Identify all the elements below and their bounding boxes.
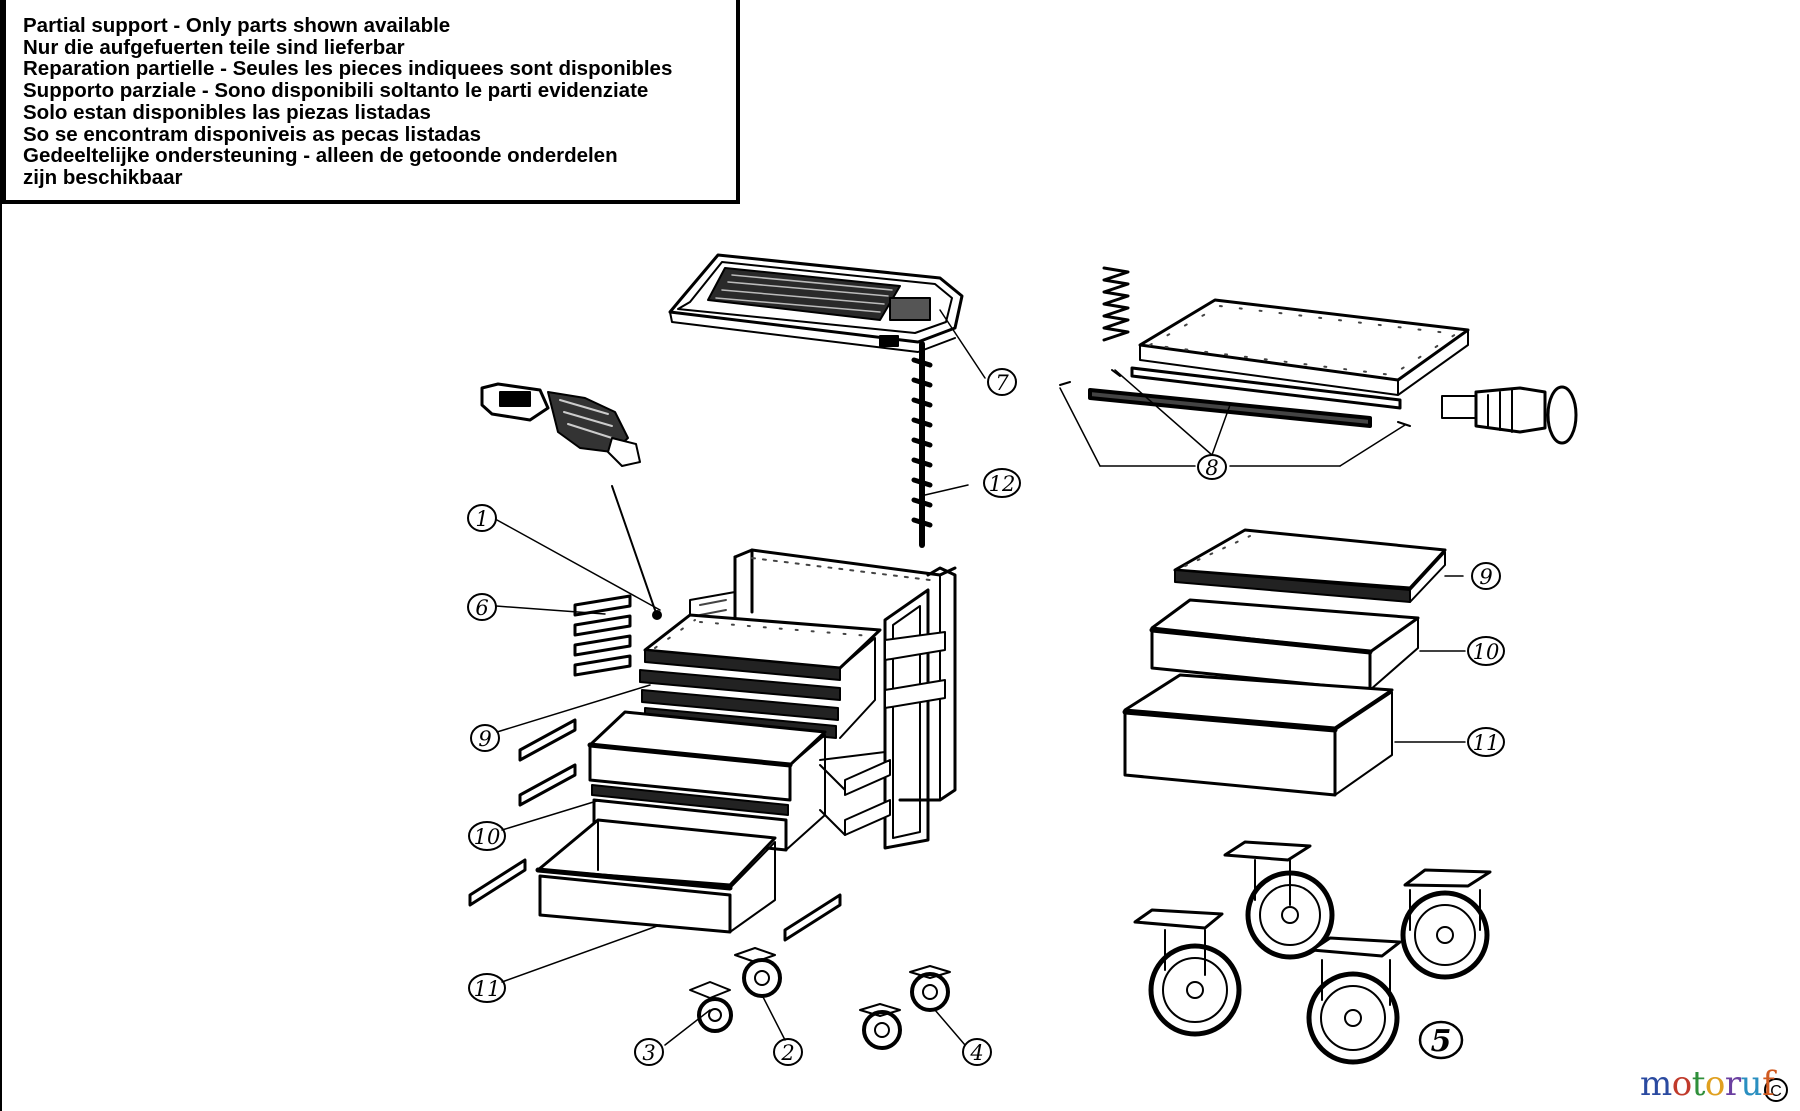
brand-logo: motoruf xyxy=(1640,1064,1775,1104)
callout-3-label: 3 xyxy=(642,1041,655,1065)
callout-4-label: 4 xyxy=(969,1041,983,1065)
callout-5-label: 5 xyxy=(1431,1024,1452,1059)
callout-2-label: 2 xyxy=(780,1041,794,1065)
callout-10-right-label: 10 xyxy=(1473,640,1500,664)
small-castors-part xyxy=(689,947,951,1050)
large-drawer-left-part xyxy=(535,818,777,934)
callout-9-left: 9 xyxy=(470,724,500,752)
brand-badge-label: C xyxy=(1770,1083,1782,1100)
brand-logo-letter: o xyxy=(1671,1064,1692,1104)
notice-line: Solo estan disponibles las piezas listad… xyxy=(23,100,431,124)
callout-2: 2 xyxy=(773,1038,803,1066)
top-tray-part xyxy=(668,253,964,353)
coil-spring-part xyxy=(1102,266,1130,342)
callout-3: 3 xyxy=(634,1038,664,1066)
drawer-slides-left-part xyxy=(468,594,842,942)
callout-9-right-label: 9 xyxy=(1479,565,1492,589)
callout-10-left-label: 10 xyxy=(474,825,501,849)
notice-line: Nur die aufgefuerten teile sind lieferba… xyxy=(23,35,405,59)
leader-lines xyxy=(495,309,1466,1046)
callout-6: 6 xyxy=(467,593,497,621)
spring-strip-part xyxy=(911,341,933,548)
notice-line: Reparation partielle - Seules les pieces… xyxy=(23,57,673,81)
callout-7-label: 7 xyxy=(995,371,1009,395)
top-drawer-part xyxy=(1059,298,1470,428)
availability-notice: Partial support - Only parts shown avail… xyxy=(2,0,740,204)
notice-line: Partial support - Only parts shown avail… xyxy=(23,14,451,37)
callout-12-label: 12 xyxy=(989,472,1016,496)
notice-line: zijn beschikbaar xyxy=(23,165,183,189)
callout-8: 8 xyxy=(1197,454,1227,480)
notice-line: So se encontram disponiveis as pecas lis… xyxy=(23,122,482,146)
brand-badge: C xyxy=(1764,1078,1788,1102)
callout-1-label: 1 xyxy=(475,507,488,531)
brand-logo-letter: u xyxy=(1740,1064,1763,1104)
side-handle-right-part xyxy=(1441,385,1578,445)
notice-line: Supporto parziale - Sono disponibili sol… xyxy=(23,79,649,103)
callout-9-left-label: 9 xyxy=(478,727,491,751)
brand-logo-letter: f xyxy=(1762,1064,1775,1104)
callout-11-right: 11 xyxy=(1467,727,1505,757)
callout-10-left: 10 xyxy=(468,821,506,851)
callout-4: 4 xyxy=(962,1038,992,1066)
callout-11-left-label: 11 xyxy=(474,977,501,1001)
notice-line: Gedeeltelijke ondersteuning - alleen de … xyxy=(23,144,618,168)
callout-11-left: 11 xyxy=(468,973,506,1003)
callout-1: 1 xyxy=(467,504,497,532)
callout-8-label: 8 xyxy=(1205,456,1218,480)
brand-logo-letter: t xyxy=(1691,1064,1706,1104)
drawers-right-part xyxy=(1122,528,1447,797)
brand-logo-letter: m xyxy=(1640,1064,1672,1104)
brand-logo-letter: o xyxy=(1704,1064,1725,1104)
callouts: 1 6 9 10 11 3 2 4 7 12 8 9 10 11 5 xyxy=(467,368,1505,1066)
callout-10-right: 10 xyxy=(1467,636,1505,666)
callout-12: 12 xyxy=(983,468,1021,498)
brand-logo-letter: r xyxy=(1724,1064,1741,1104)
side-handle-left-part xyxy=(480,382,656,611)
callout-9-right: 9 xyxy=(1471,562,1501,590)
callout-6-label: 6 xyxy=(475,596,488,620)
large-castors-part xyxy=(1133,840,1492,1065)
callout-7: 7 xyxy=(987,368,1017,396)
callout-11-right-label: 11 xyxy=(1473,731,1500,755)
callout-5: 5 xyxy=(1418,1020,1464,1060)
